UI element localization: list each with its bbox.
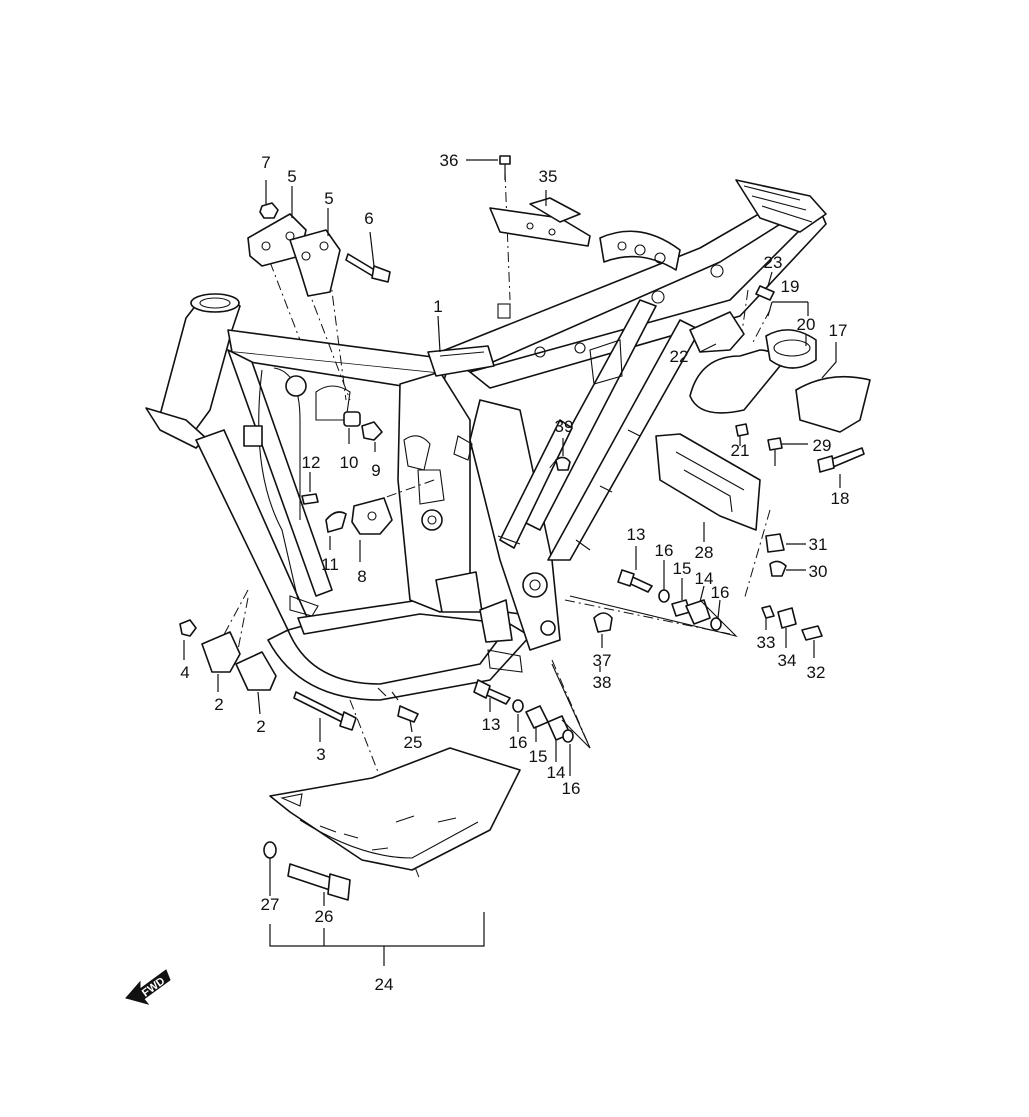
bracket-2b [235, 651, 277, 691]
bolt-32 [801, 625, 823, 641]
callout-8: 8 [357, 567, 366, 586]
callout-38: 38 [593, 673, 612, 692]
callout-leaders [183, 159, 841, 966]
spacer-15b [525, 705, 549, 729]
nut-4 [179, 619, 197, 637]
callout-11: 11 [321, 555, 339, 574]
mounting-parts [179, 155, 871, 901]
plug-39 [555, 456, 571, 471]
collar-33 [761, 605, 775, 619]
callout-17: 17 [829, 321, 848, 340]
callout-20: 20 [797, 315, 816, 334]
callout-19: 19 [781, 277, 800, 296]
callout-16b: 16 [509, 733, 528, 752]
callout-25: 25 [404, 733, 423, 752]
nut-30 [769, 560, 787, 577]
callout-10: 10 [340, 453, 359, 472]
callout-33: 33 [757, 633, 776, 652]
bracket-8 [351, 497, 393, 535]
washer-16c [562, 729, 574, 743]
callout-14b: 14 [547, 763, 566, 782]
callout-12: 12 [302, 453, 321, 472]
callout-35: 35 [539, 167, 558, 186]
bolt-29 [767, 437, 783, 451]
callout-29: 29 [813, 436, 832, 455]
bracket-22 [689, 311, 745, 353]
callout-5b: 5 [324, 189, 333, 208]
callout-labels: 36 35 7 5 5 6 1 10 9 12 11 8 39 4 2 2 3 … [180, 151, 849, 994]
plate-5b [289, 229, 341, 297]
grommet-34 [777, 607, 797, 629]
callout-16a: 16 [655, 541, 674, 560]
bolt-25 [397, 705, 419, 723]
bracket-2a [201, 631, 241, 673]
bracket-35 [489, 207, 591, 247]
callout-2a: 2 [214, 695, 223, 714]
fwd-arrow-icon: FWD [125, 969, 171, 1005]
callout-2b: 2 [256, 717, 265, 736]
callout-16c: 16 [562, 779, 581, 798]
main-frame [145, 179, 827, 701]
callout-7: 7 [261, 153, 270, 172]
callout-14a: 14 [695, 569, 714, 588]
nut-7 [259, 202, 279, 219]
bolt-21 [735, 423, 749, 437]
callout-22: 22 [670, 347, 689, 366]
washer-27 [263, 841, 277, 859]
callout-30: 30 [809, 562, 828, 581]
callout-21: 21 [731, 441, 750, 460]
callout-18: 18 [831, 489, 850, 508]
callout-15b: 15 [529, 747, 548, 766]
nut-9 [361, 421, 383, 441]
cap-37 [593, 612, 613, 633]
callout-23: 23 [764, 253, 783, 272]
callout-24: 24 [375, 975, 394, 994]
guard-28 [655, 433, 761, 531]
collar-10 [343, 411, 361, 427]
callout-34: 34 [778, 651, 797, 670]
callout-6: 6 [364, 209, 373, 228]
washer-16b [512, 699, 524, 713]
callout-13b: 13 [482, 715, 501, 734]
callout-26: 26 [315, 907, 334, 926]
callout-15a: 15 [673, 559, 692, 578]
callout-37: 37 [593, 651, 612, 670]
callout-3: 3 [316, 745, 325, 764]
callout-9: 9 [371, 461, 380, 480]
bolt-26 [287, 863, 333, 891]
bolt-12 [301, 493, 319, 505]
bolt-23 [755, 285, 775, 301]
bush-14a [685, 599, 711, 625]
grommet-31 [765, 533, 785, 553]
callout-1: 1 [433, 297, 442, 316]
clamp-11 [325, 511, 347, 533]
fender-20 [689, 349, 781, 414]
callout-5a: 5 [287, 167, 296, 186]
callout-16d: 16 [711, 583, 730, 602]
callout-13a: 13 [627, 525, 646, 544]
cover-17 [795, 375, 871, 433]
washer-16d [710, 617, 722, 631]
callout-28: 28 [695, 543, 714, 562]
callout-39: 39 [555, 417, 574, 436]
bolt-3 [293, 691, 349, 725]
callout-31: 31 [809, 535, 828, 554]
washer-16a [658, 589, 670, 603]
callout-32: 32 [807, 663, 826, 682]
callout-27: 27 [261, 895, 280, 914]
bolt-36 [499, 155, 511, 165]
callout-36: 36 [440, 151, 459, 170]
skid-plate-24 [269, 747, 521, 871]
callout-4: 4 [180, 663, 189, 682]
